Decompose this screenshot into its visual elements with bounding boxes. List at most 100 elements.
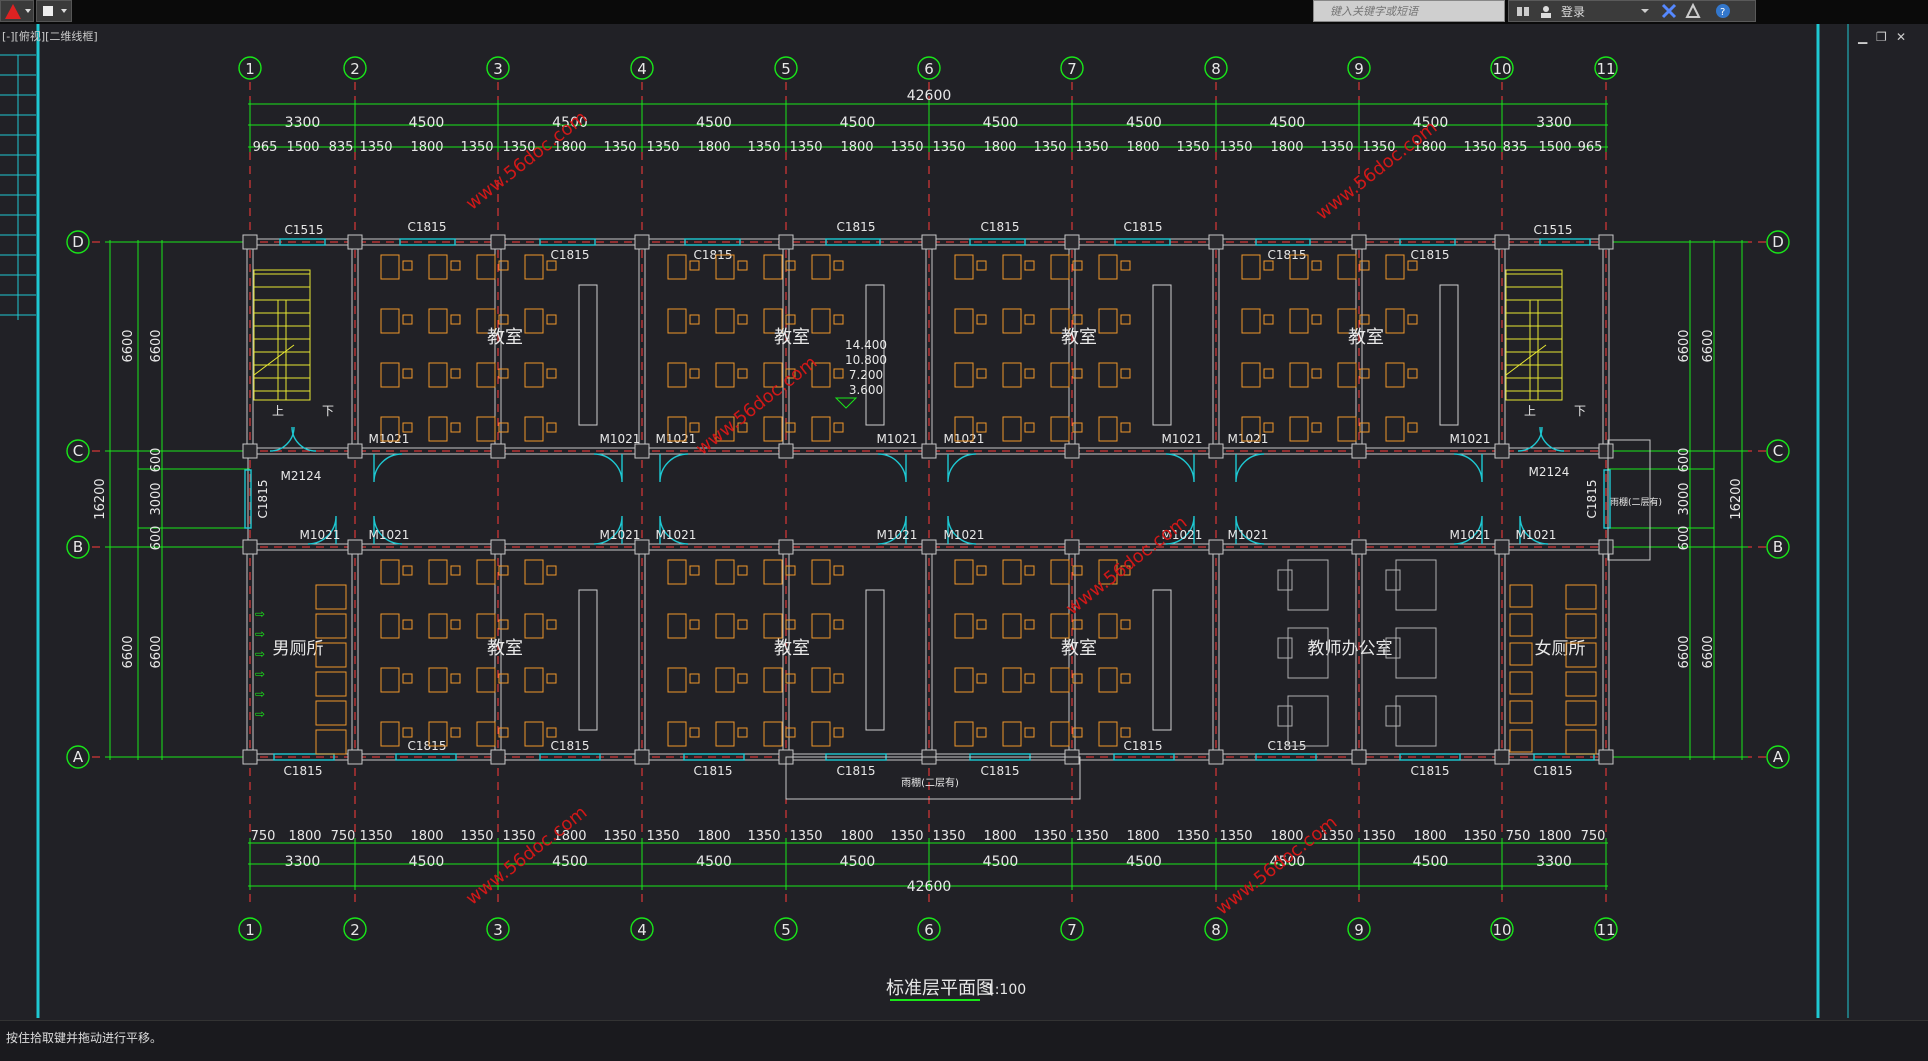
desk [428,362,448,388]
room-label-classroom: 教室 [1061,327,1097,348]
desk [1002,721,1022,747]
desk [1050,559,1070,585]
office-chair [1385,569,1401,591]
window [1113,753,1175,761]
desk [954,308,974,334]
chair [546,727,557,738]
desk [763,254,783,280]
chair [1407,314,1418,325]
column [634,539,650,555]
chair [1359,314,1370,325]
chair [737,565,748,576]
sub-dimension-bottom: 1350 [646,829,679,844]
sub-dimension-bottom: 1800 [1270,829,1303,844]
desk [715,721,735,747]
grid-bubble-top [774,56,798,80]
search-box[interactable] [1313,0,1505,22]
blackboard [865,589,885,731]
chair [450,314,461,325]
sub-dimension-top: 1350 [890,140,923,155]
column [347,234,363,250]
sub-dimension-bottom: 1350 [747,829,780,844]
chair [546,565,557,576]
grid-bubble-bottom [774,917,798,941]
desk [476,613,496,639]
desk [954,721,974,747]
window [539,753,601,761]
elevation-mark: 7.200 [849,368,883,382]
grid-letter-left: D [72,233,84,251]
elevation-mark: 10.800 [845,353,887,367]
bay-dimension-bottom: 4500 [552,854,588,870]
a360-icon[interactable] [1685,3,1707,19]
chair [737,619,748,630]
sub-dimension-bottom: 1350 [1463,829,1496,844]
chair [976,422,987,433]
chair [833,368,844,379]
search-input[interactable] [1328,3,1502,19]
window-label: C1815 [1534,764,1573,778]
login-dropdown-icon[interactable] [1593,4,1653,18]
desk [476,667,496,693]
desk [524,416,544,442]
autocad-logo-icon [5,4,31,19]
login-button[interactable]: 登录 [1561,4,1586,19]
exchange-icon[interactable] [1661,3,1677,19]
desk [428,559,448,585]
close-button[interactable]: ✕ [1896,30,1907,44]
desk [380,559,400,585]
toilet-stall [1565,671,1597,697]
window-label: C1815 [1268,739,1307,753]
minimize-button[interactable]: ▁ [1858,30,1868,44]
grid-bubble-right [1766,745,1790,769]
door-swing [947,453,977,483]
app-menu-button[interactable] [0,0,34,22]
room-label-teacher-office: 教师办公室 [1308,639,1393,659]
binoculars-icon[interactable] [1515,3,1531,19]
toilet-stall [1565,584,1597,610]
window [244,469,252,529]
grid-number-top: 4 [637,60,647,78]
sub-dimension-top: 1350 [603,140,636,155]
chair [1024,368,1035,379]
window [1255,238,1311,246]
office-desk [1395,559,1437,611]
sub-dimension-top: 1800 [1413,140,1446,155]
column [1208,234,1224,250]
chair [1263,368,1274,379]
window-label: C1815 [981,220,1020,234]
column [921,234,937,250]
chair [450,422,461,433]
door-label: M1021 [656,528,697,542]
help-icon[interactable]: ? [1715,3,1737,19]
urinal-icon: ⇨ [255,667,265,681]
quick-access-toolbar[interactable] [36,0,72,22]
chair [785,565,796,576]
window-label: C1815 [837,764,876,778]
bay-dimension-top: 3300 [1536,115,1572,131]
grid-bubble-bottom [238,917,262,941]
command-line[interactable]: 按住拾取键并拖动进行平移。 [0,1020,1928,1061]
desk [476,362,496,388]
desk [428,721,448,747]
door-swing [373,515,403,545]
sub-dimension-top: 1500 [1538,140,1571,155]
grid-bubble-top [630,56,654,80]
sub-dimension-bottom: 1800 [840,829,873,844]
office-chair [1277,569,1293,591]
column [1208,443,1224,459]
viewport-label[interactable]: [-][俯视][二维线框] [2,30,98,43]
window [1399,753,1461,761]
grid-number-bottom: 9 [1354,921,1364,939]
stair-down-label: 下 [322,404,334,418]
chair [450,619,461,630]
toilet-stall [1509,700,1533,724]
door-swing [877,515,907,545]
sub-dimension-bottom: 1800 [288,829,321,844]
office-chair [1385,705,1401,727]
restore-button[interactable]: ❐ [1876,30,1887,44]
desk [715,416,735,442]
sub-dimension-top: 1800 [1126,140,1159,155]
